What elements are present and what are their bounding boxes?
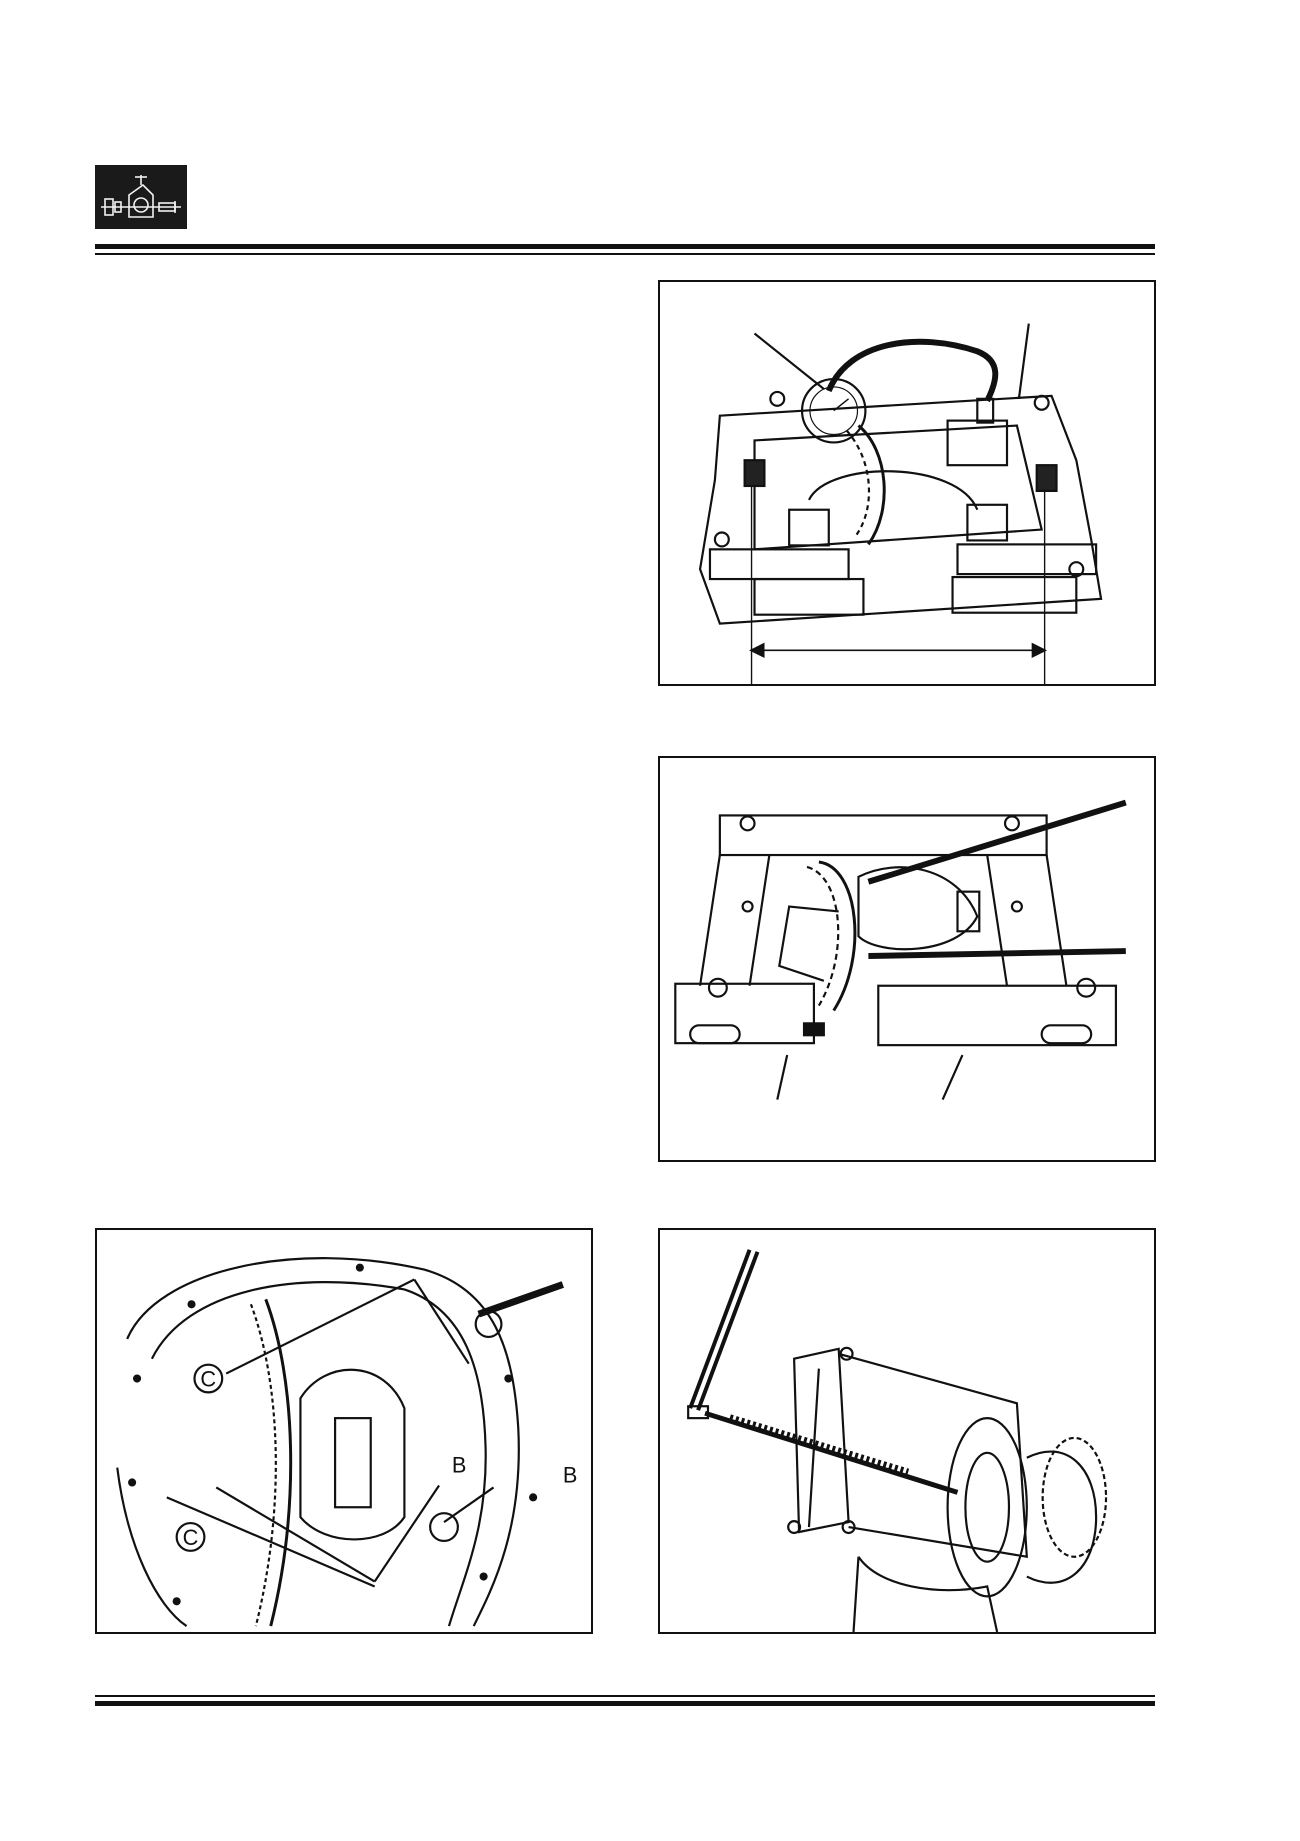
header-rule-thick bbox=[95, 244, 1155, 249]
cap-label-c-lower: C bbox=[183, 1525, 199, 1550]
header-rule-thin bbox=[95, 253, 1155, 255]
cap-label-c-upper: C bbox=[200, 1366, 216, 1391]
dial-gauge-spreader-illustration bbox=[698, 323, 1103, 684]
fig-bearing-caps: C C B B bbox=[95, 1228, 593, 1634]
bearing-caps-illustration: C C B B bbox=[116, 1257, 578, 1627]
fig-dial-gauge-spreader bbox=[658, 280, 1156, 686]
fig-carrier-removal-levers bbox=[658, 756, 1156, 1162]
dial-gauge-icon bbox=[800, 377, 867, 444]
footer-rule-thin bbox=[95, 1695, 1155, 1697]
bearing-puller-illustration bbox=[687, 1249, 1108, 1632]
fig-bearing-puller bbox=[658, 1228, 1156, 1634]
cap-label-b-edge: B bbox=[563, 1462, 578, 1487]
axle-assembly-icon bbox=[95, 165, 187, 229]
carrier-removal-illustration bbox=[674, 799, 1127, 1101]
footer-rule-thick bbox=[95, 1701, 1155, 1706]
cap-label-b-mid: B bbox=[452, 1453, 467, 1478]
